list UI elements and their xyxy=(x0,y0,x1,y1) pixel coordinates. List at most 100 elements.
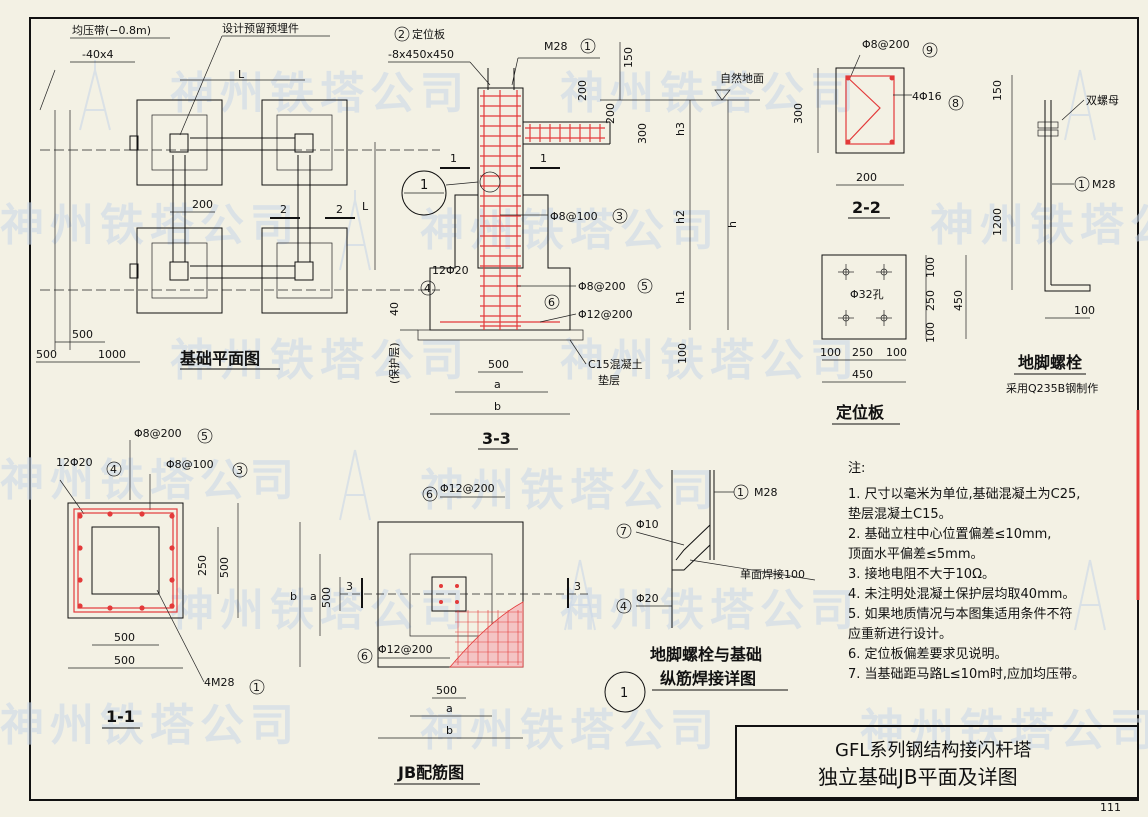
rebar-bar xyxy=(77,513,83,519)
dim-200: 200 xyxy=(604,103,617,124)
watermark-layer: 神州铁塔公司 神州铁塔公司 神州铁塔公司 神州铁塔公司 神州铁塔公司 神州铁塔公… xyxy=(0,60,1148,756)
dim-500: 500 xyxy=(218,557,231,578)
note-line: 3. 接地电阻不大于10Ω。 xyxy=(848,566,995,582)
watermark-text: 神州铁塔公司 xyxy=(170,68,470,119)
rebar-8-marker: 8 xyxy=(952,97,959,110)
dim-150: 150 xyxy=(622,47,635,68)
note-line: 6. 定位板偏差要求见说明。 xyxy=(848,647,1008,662)
equalizer-label: 均压带(−0.8m) xyxy=(72,24,151,37)
watermark-text: 神州铁塔公司 xyxy=(930,200,1148,251)
dim-500: 500 xyxy=(72,328,93,341)
detail-marker: 1 xyxy=(620,686,628,701)
watermark-text: 神州铁塔公司 xyxy=(0,455,300,506)
rebar-4-marker: 4 xyxy=(424,282,431,295)
note-line: 顶面水平偏差≤5mm。 xyxy=(848,547,984,562)
rebar-bar xyxy=(107,605,113,611)
rebar-3-label: Φ8@100 xyxy=(166,458,214,471)
rebar-6-label-top: Φ12@200 xyxy=(440,482,495,495)
section-mark-3: 3 xyxy=(574,580,581,593)
dim-250: 250 xyxy=(924,290,937,311)
dim-150: 150 xyxy=(991,80,1004,101)
note-line: 1. 尺寸以毫米为单位,基础混凝土为C25, xyxy=(848,486,1080,502)
bolt-title: 地脚螺栓 xyxy=(1018,353,1083,372)
tower-logo-icon xyxy=(1064,69,1096,141)
plate-hole-label: Φ32孔 xyxy=(850,288,884,301)
rebar-5-label: Φ8@200 xyxy=(134,427,182,440)
tower-logo-icon xyxy=(339,449,371,521)
rebar-9-marker: 9 xyxy=(926,44,933,57)
bolt-marker: 1 xyxy=(1078,178,1085,191)
section-mark-1: 1 xyxy=(450,152,457,165)
watermark-text: 神州铁塔公司 xyxy=(420,705,720,756)
rebar-5-label: Φ8@200 xyxy=(578,280,626,293)
sheet-border xyxy=(29,17,1139,801)
plate-title: 定位板 xyxy=(835,403,885,422)
rebar-6-marker: 6 xyxy=(426,488,433,501)
rebar-ties xyxy=(480,95,601,327)
dim-500: 500 xyxy=(114,631,135,644)
dim-b: b xyxy=(494,400,501,413)
dim-450: 450 xyxy=(852,368,873,381)
dim-500: 500 xyxy=(436,684,457,697)
rebar-bar xyxy=(169,513,175,519)
rebar-6-marker: 6 xyxy=(361,650,368,663)
dim-200: 200 xyxy=(192,198,213,211)
dim-250: 250 xyxy=(196,555,209,576)
dim-100: 100 xyxy=(886,346,907,359)
rebar-cage xyxy=(440,90,605,330)
dim-300: 300 xyxy=(636,123,649,144)
rebar-5-marker: 5 xyxy=(641,280,648,293)
dim-L-top: L xyxy=(238,68,245,81)
plate-size: -8x450x450 xyxy=(388,48,454,61)
rebar-7-marker: 7 xyxy=(620,525,627,538)
dim-40: 40 xyxy=(388,302,401,316)
plate-label: 定位板 xyxy=(412,27,445,41)
cover-label: (保护层) xyxy=(387,342,401,384)
rebar-4-label: Φ20 xyxy=(636,592,659,605)
dim-500: 500 xyxy=(114,654,135,667)
dim-500: 500 xyxy=(488,358,509,371)
watermark-text: 神州铁塔公司 xyxy=(560,335,860,386)
rebar-bar xyxy=(77,545,83,551)
bolts-marker: 1 xyxy=(253,681,260,694)
dim-a: a xyxy=(310,590,317,603)
rebar-bar xyxy=(77,577,83,583)
section-11-title: 1-1 xyxy=(106,707,135,726)
rebar-4-marker: 4 xyxy=(620,600,627,613)
dim-500: 500 xyxy=(320,587,333,608)
rebar-6-label: Φ12@200 xyxy=(578,308,633,321)
ground-label: 自然地面 xyxy=(720,71,764,85)
cushion-label-2: 垫层 xyxy=(598,373,620,387)
section-mark-2: 2 xyxy=(280,203,287,216)
plate-marker: 2 xyxy=(398,28,405,41)
weld-label: 单面焊接100 xyxy=(740,567,805,581)
jb-title: JB配筋图 xyxy=(397,763,464,782)
detail-marker: 1 xyxy=(420,178,428,193)
note-line: 5. 如果地质情况与本图集适用条件不符 xyxy=(848,606,1073,622)
dim-a: a xyxy=(494,378,501,391)
rebar-bar xyxy=(139,605,145,611)
note-line: 4. 未注明处混凝土保护层均取40mm。 xyxy=(848,586,1075,602)
watermark-text: 神州铁塔公司 xyxy=(0,200,300,251)
bolt-label: M28 xyxy=(544,40,568,53)
rebar-6-label-bottom: Φ12@200 xyxy=(378,643,433,656)
watermark-text: 神州铁塔公司 xyxy=(860,705,1148,756)
watermark-text: 神州铁塔公司 xyxy=(560,585,860,636)
rebar-9-label: Φ8@200 xyxy=(862,38,910,51)
dim-100: 100 xyxy=(676,343,689,364)
dim-500: 500 xyxy=(36,348,57,361)
watermark-text: 神州铁塔公司 xyxy=(0,700,300,751)
dim-100: 100 xyxy=(820,346,841,359)
watermark-text: 神州铁塔公司 xyxy=(560,68,860,119)
dim-h3: h3 xyxy=(674,122,687,136)
section-mark-1: 1 xyxy=(540,152,547,165)
watermark-text: 神州铁塔公司 xyxy=(170,585,470,636)
dim-1000: 1000 xyxy=(98,348,126,361)
page-number: 111 xyxy=(1100,801,1121,813)
dim-300: 300 xyxy=(792,103,805,124)
bolt-label: M28 xyxy=(754,486,778,499)
bolt-name: M28 xyxy=(1092,178,1116,191)
section-33-title: 3-3 xyxy=(482,429,511,448)
